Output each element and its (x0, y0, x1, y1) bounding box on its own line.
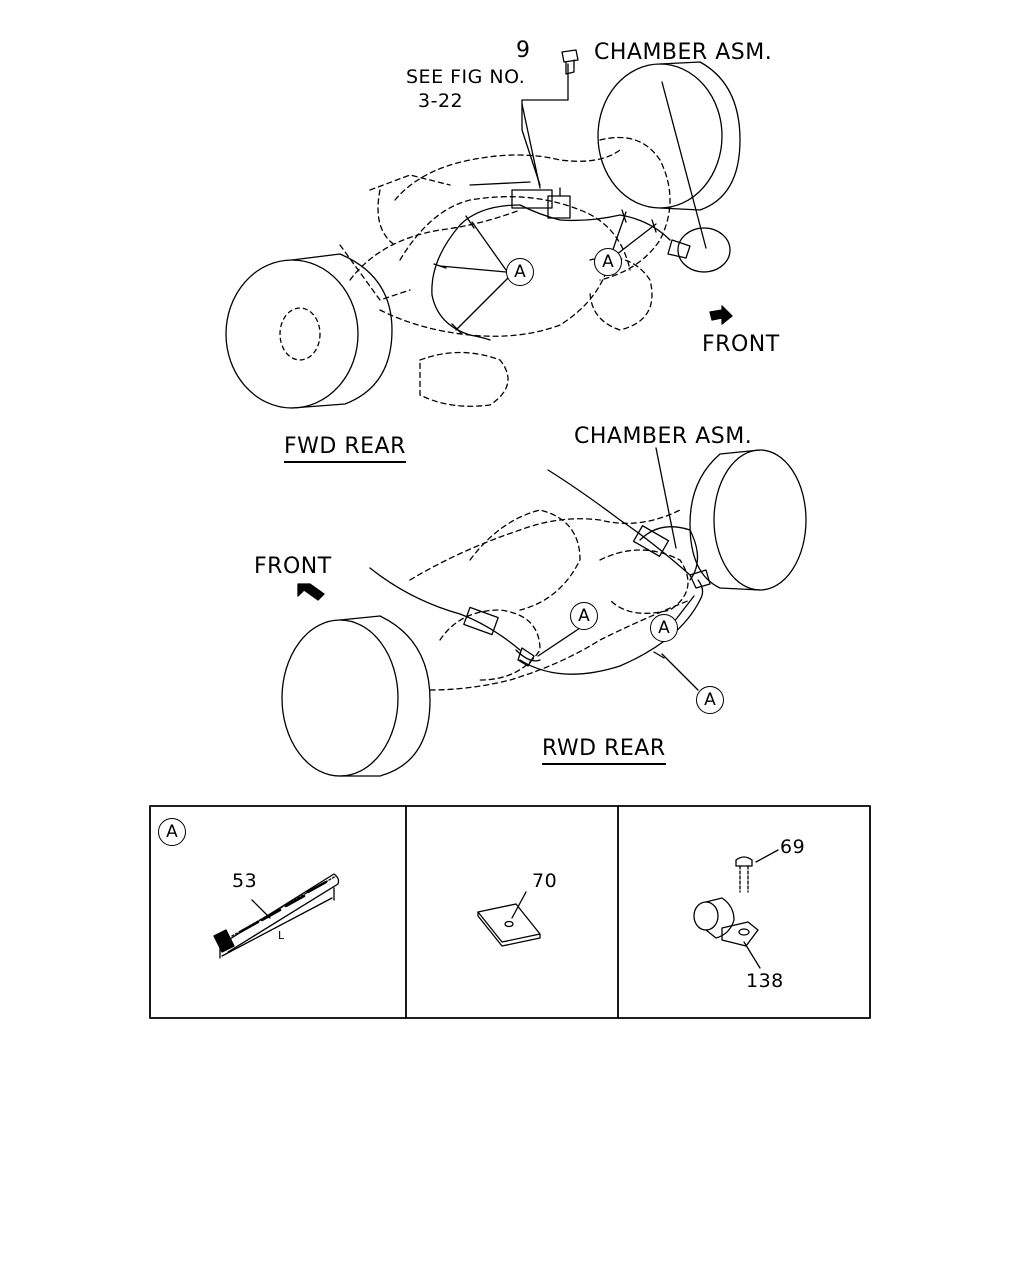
fwd-chamber-label: CHAMBER ASM. (594, 40, 773, 65)
fwd-callout-a-left: A (506, 258, 534, 286)
rwd-front-label: FRONT (254, 554, 332, 579)
part-53-label: 53 (232, 870, 258, 892)
rwd-rear-leaders (537, 447, 699, 691)
part-9-label: 9 (516, 38, 531, 63)
tie-length-label: L (278, 929, 285, 942)
rwd-front-arrow (297, 583, 325, 601)
rwd-callout-a-left: A (570, 602, 598, 630)
rwd-callout-a-right: A (650, 614, 678, 642)
rwd-callout-a-bottom: A (696, 686, 724, 714)
fwd-rear-axle-drawing (225, 61, 741, 409)
detail-box (149, 805, 871, 1019)
part-138-label: 138 (746, 970, 784, 992)
fwd-front-label: FRONT (702, 332, 780, 357)
part-70-label: 70 (532, 870, 558, 892)
see-fig-number: 3-22 (418, 90, 464, 112)
fwd-callout-a-right: A (594, 248, 622, 276)
fwd-front-arrow (709, 305, 733, 325)
rwd-rear-title: RWD REAR (542, 738, 666, 765)
part-53-cable-tie-drawing (213, 873, 340, 959)
part-70-pad-drawing (477, 891, 541, 947)
rwd-rear-axle-drawing (281, 449, 807, 777)
part-69-138-clamp-drawing (693, 849, 779, 969)
see-fig-label: SEE FIG NO. (406, 66, 526, 88)
fwd-rear-leaders (439, 63, 707, 331)
part-9-bolt-drawing (561, 49, 579, 75)
detail-callout-a: A (158, 818, 186, 846)
fwd-rear-title: FWD REAR (284, 436, 406, 463)
part-69-label: 69 (780, 836, 806, 858)
rwd-chamber-label: CHAMBER ASM. (574, 424, 753, 449)
